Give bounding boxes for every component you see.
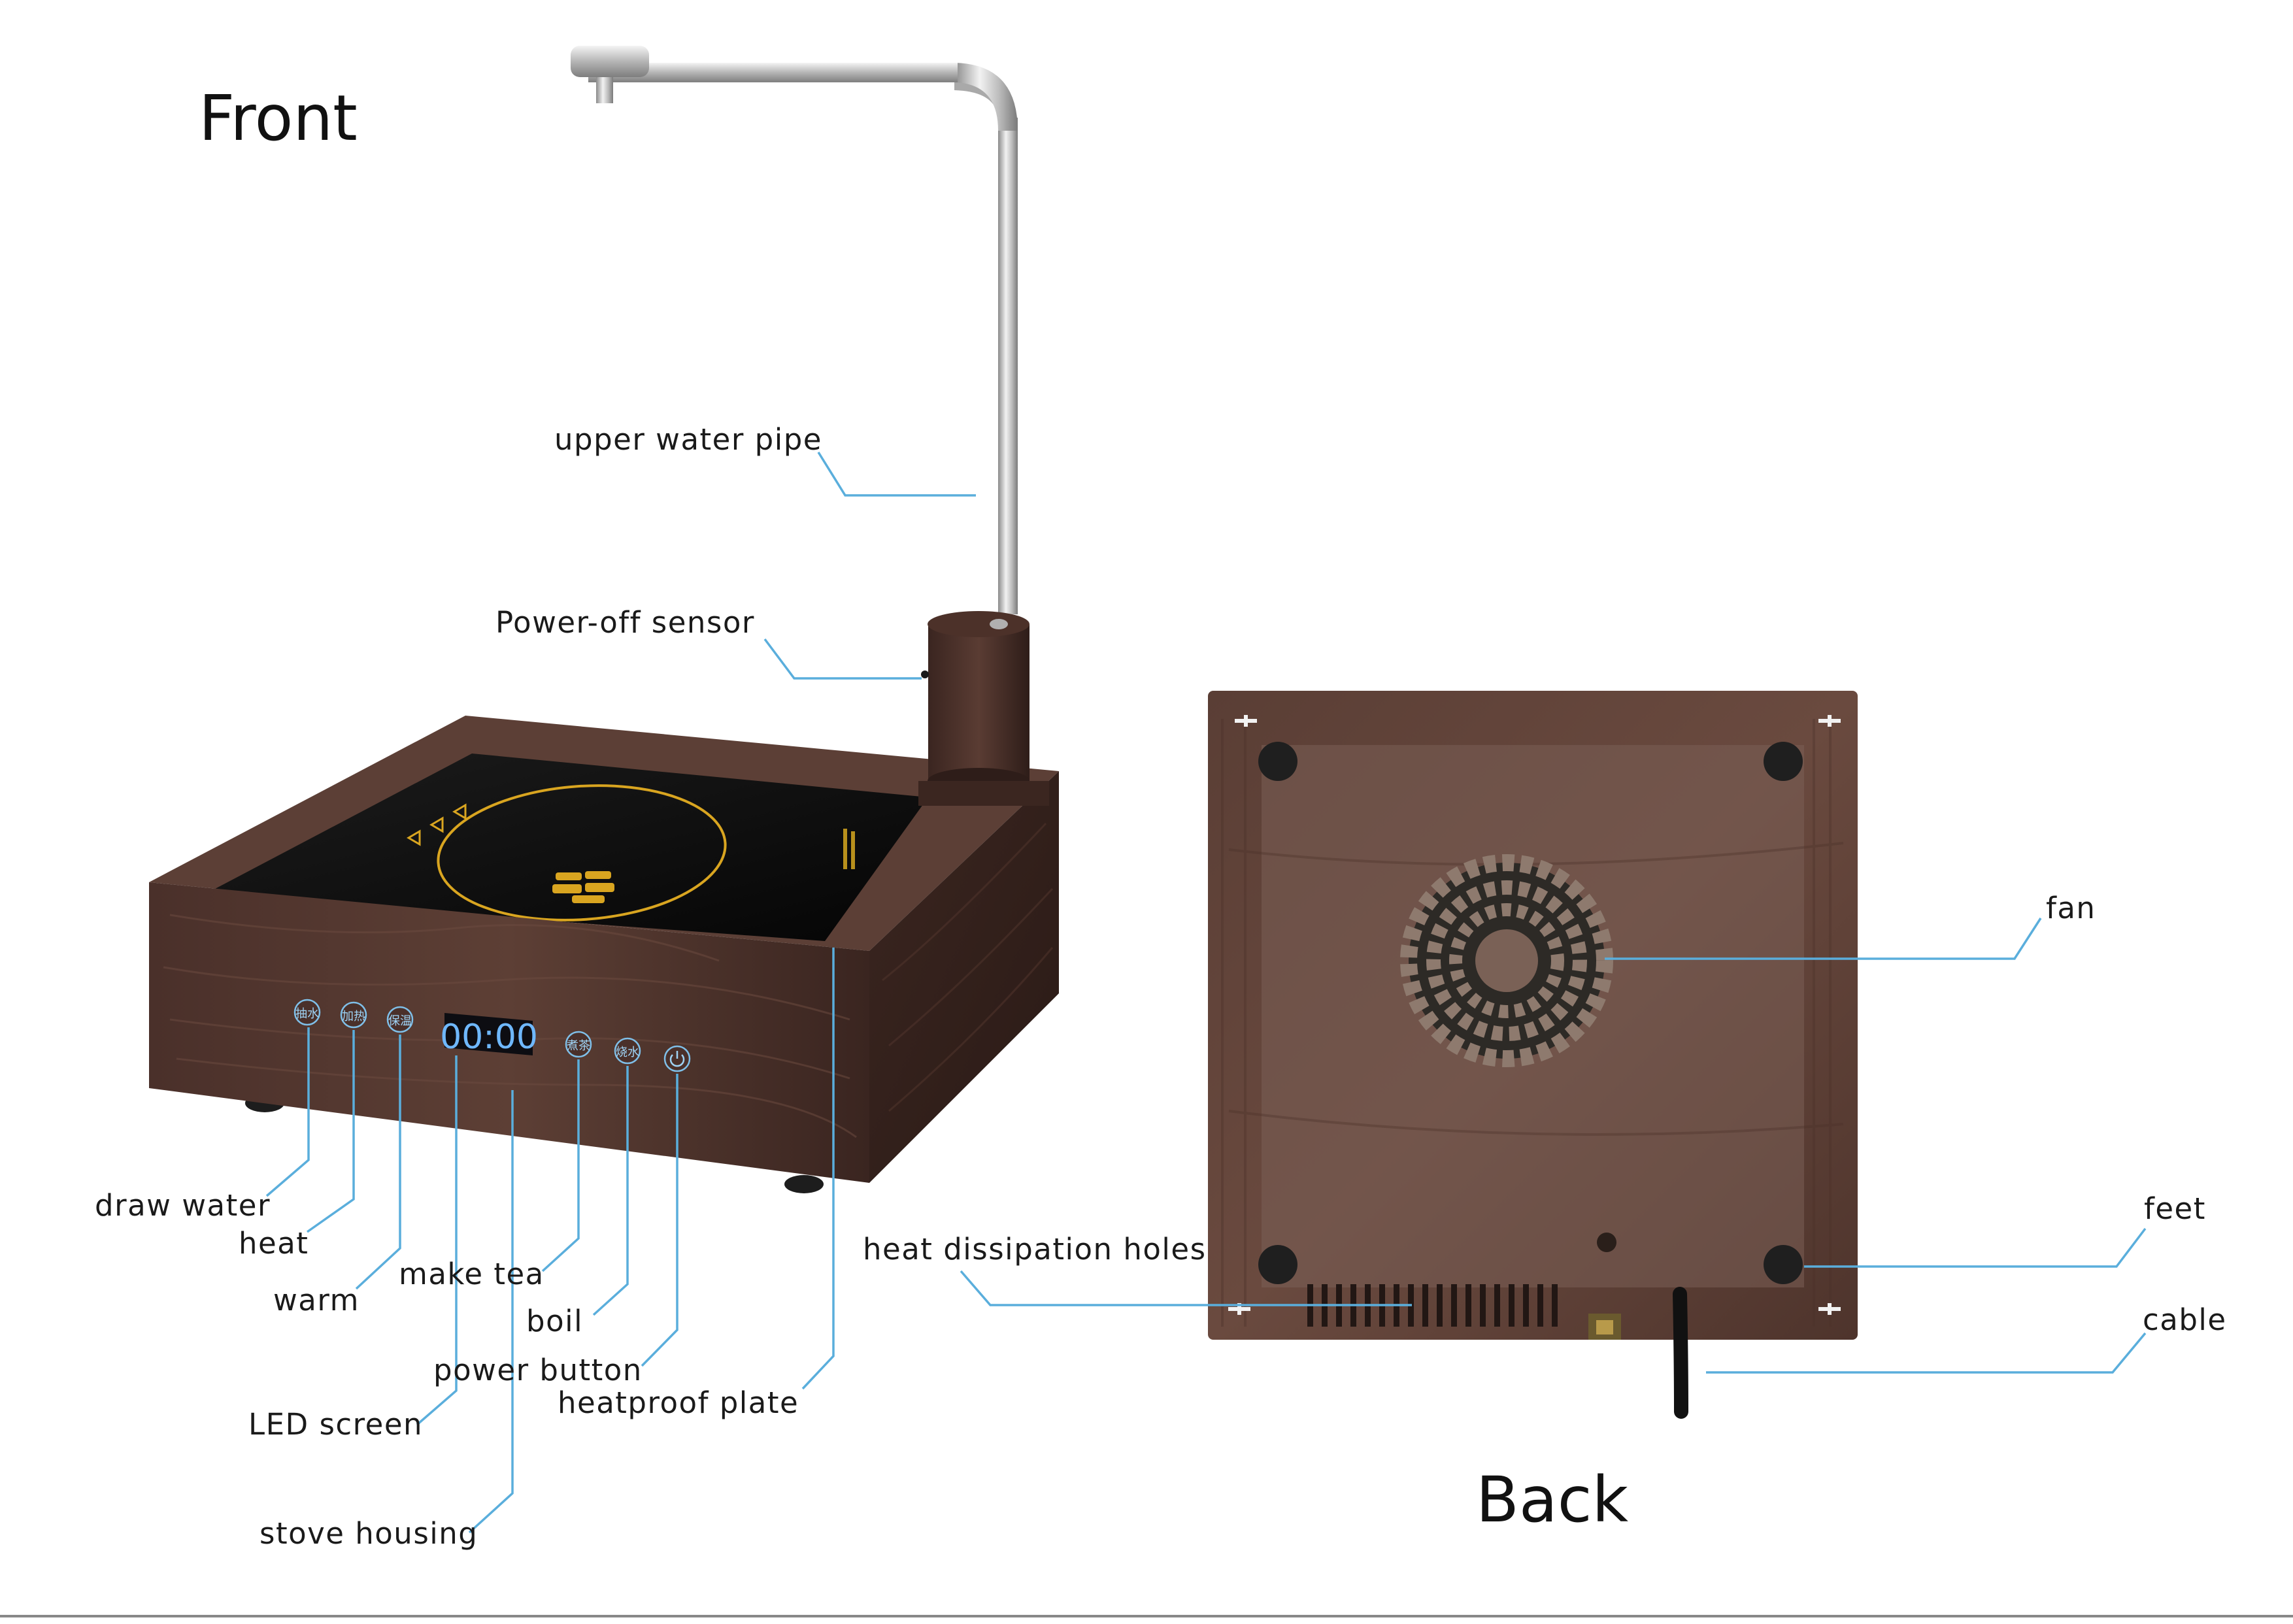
- leader-warm: [355, 1035, 401, 1290]
- make-tea-button[interactable]: 煮茶: [565, 1031, 592, 1058]
- leader-heat: [306, 1030, 355, 1233]
- stove-side-face: [869, 771, 1059, 1183]
- back-view: [1208, 691, 1858, 1419]
- back-sensor-dot: [1597, 1233, 1616, 1252]
- leader-boil: [592, 1066, 629, 1316]
- label-heat: heat: [239, 1226, 309, 1261]
- back-feet: [1258, 742, 1803, 1284]
- svg-text:加热: 加热: [342, 1010, 365, 1023]
- label-draw-water: draw water: [95, 1188, 271, 1223]
- svg-text:煮茶: 煮茶: [567, 1039, 590, 1053]
- front-foot-right: [784, 1175, 824, 1193]
- svg-text:抽水: 抽水: [295, 1007, 319, 1021]
- leader-draw-water: [265, 1027, 310, 1197]
- leader-cable: [1706, 1332, 2147, 1374]
- wood-grain-front: [163, 914, 857, 1138]
- led-readout: 00:00: [440, 1018, 538, 1057]
- fan-grille: [1400, 854, 1613, 1067]
- label-feet: feet: [2144, 1191, 2206, 1226]
- label-stove-housing: stove housing: [259, 1516, 478, 1551]
- back-screws: [1228, 715, 1841, 1315]
- label-boil: boil: [526, 1304, 583, 1338]
- upper-water-pipe: [571, 46, 1018, 614]
- leader-led-screen: [416, 1055, 458, 1426]
- heatproof-plate: [203, 754, 928, 941]
- leader-upper-water-pipe: [817, 452, 976, 497]
- svg-text:烧水: 烧水: [616, 1046, 639, 1059]
- leader-fan: [1605, 918, 2042, 960]
- warm-button[interactable]: 保温: [386, 1006, 414, 1033]
- label-led-screen: LED screen: [248, 1407, 423, 1442]
- power-off-sensor: [918, 611, 1049, 806]
- power-icon: [669, 1051, 685, 1067]
- label-upper-water-pipe: upper water pipe: [554, 422, 822, 457]
- leader-heat-dissipation-holes: [960, 1270, 1412, 1306]
- power-button[interactable]: [663, 1045, 691, 1072]
- back-heading: Back: [1476, 1463, 1628, 1536]
- leader-make-tea: [541, 1059, 580, 1272]
- front-view: 抽水 加热 保温 煮茶 烧水: [149, 46, 1059, 1193]
- label-warm: warm: [273, 1283, 360, 1317]
- label-power-button: power button: [433, 1353, 643, 1387]
- panel-buttons: 抽水 加热 保温 煮茶 烧水: [293, 999, 691, 1072]
- draw-water-button[interactable]: 抽水: [293, 999, 321, 1026]
- front-heading: Front: [199, 82, 358, 155]
- label-heat-dissipation-holes: heat dissipation holes: [863, 1232, 1207, 1267]
- svg-text:保温: 保温: [388, 1014, 412, 1028]
- glass-print-text: [843, 829, 855, 869]
- leader-feet: [1804, 1227, 2147, 1268]
- leader-heatproof-plate: [801, 948, 835, 1390]
- wood-grain-side: [882, 822, 1054, 1112]
- leader-stove-housing: [468, 1090, 514, 1534]
- boil-button[interactable]: 烧水: [614, 1037, 641, 1065]
- glass-logo: [552, 871, 614, 903]
- power-cable: [1588, 1287, 1688, 1419]
- label-fan: fan: [2046, 891, 2096, 925]
- label-power-off-sensor: Power-off sensor: [495, 605, 755, 640]
- heating-ring: [437, 784, 727, 921]
- heat-button[interactable]: 加热: [340, 1001, 367, 1029]
- label-cable: cable: [2143, 1302, 2227, 1337]
- label-heatproof-plate: heatproof plate: [558, 1385, 799, 1420]
- leader-power-off-sensor: [763, 638, 922, 680]
- led-screen: 00:00: [440, 1013, 538, 1057]
- glass-touch-icons: [407, 803, 467, 846]
- leader-lines: [265, 452, 2147, 1534]
- leader-power-button: [641, 1074, 678, 1367]
- label-make-tea: make tea: [399, 1257, 544, 1291]
